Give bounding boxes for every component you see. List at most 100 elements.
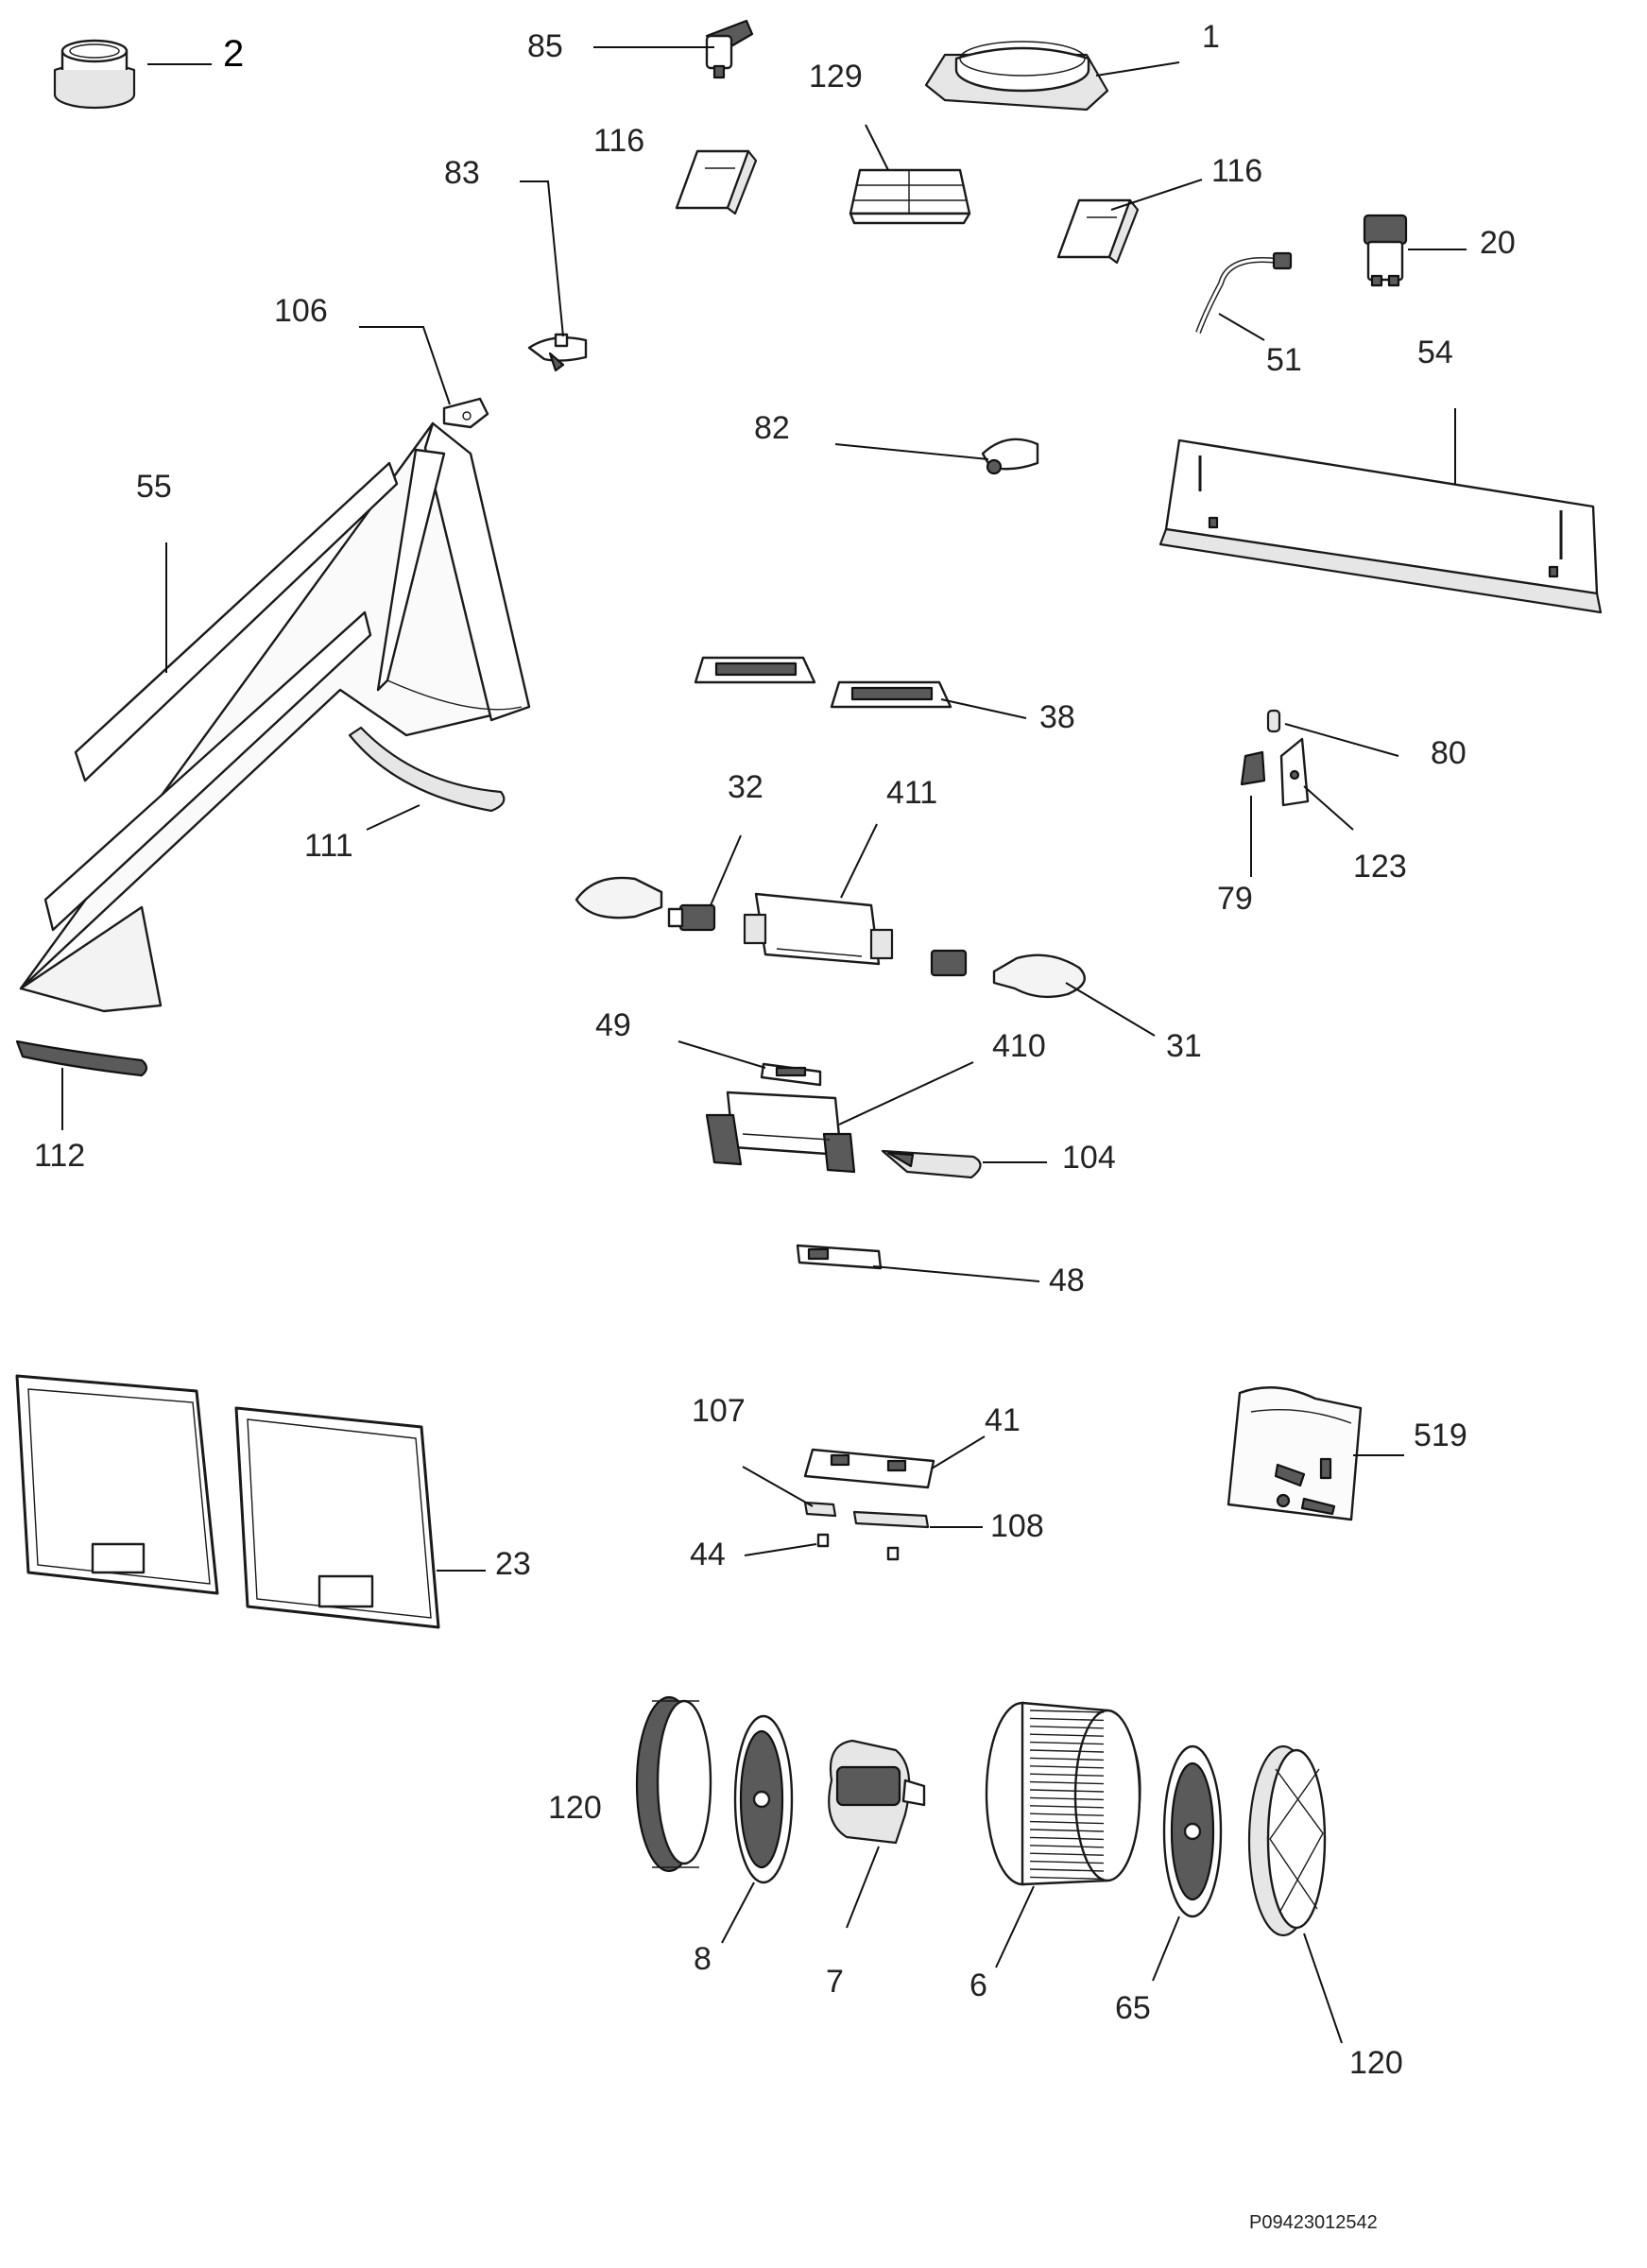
part-51-cable bbox=[1195, 251, 1293, 335]
part-8-motor-plate bbox=[733, 1714, 794, 1884]
part-116-bracket-left bbox=[675, 149, 758, 215]
leader-65 bbox=[1152, 1916, 1180, 1982]
part-80-fuse bbox=[1266, 709, 1281, 733]
label-120-left: 120 bbox=[548, 1790, 602, 1826]
label-44: 44 bbox=[690, 1537, 726, 1572]
label-55: 55 bbox=[136, 469, 172, 505]
label-106: 106 bbox=[274, 293, 328, 329]
leader-8 bbox=[721, 1881, 755, 1944]
label-51: 51 bbox=[1266, 342, 1302, 378]
label-79: 79 bbox=[1217, 881, 1253, 917]
leader-44 bbox=[744, 1543, 817, 1556]
part-106-clip bbox=[442, 397, 489, 429]
part-411-light-housing bbox=[743, 892, 894, 966]
part-123-bracket bbox=[1279, 737, 1310, 807]
part-31-lamp bbox=[992, 954, 1086, 999]
leader-129 bbox=[865, 124, 889, 171]
label-2: 2 bbox=[223, 33, 244, 75]
part-85-clip bbox=[705, 19, 754, 79]
part-104-lever bbox=[881, 1149, 982, 1179]
part-23-grease-filter-left bbox=[15, 1374, 219, 1595]
label-82: 82 bbox=[754, 410, 790, 446]
part-79-connector bbox=[1240, 750, 1266, 786]
leader-106 bbox=[359, 326, 451, 405]
label-31: 31 bbox=[1166, 1028, 1202, 1064]
label-123: 123 bbox=[1353, 849, 1407, 885]
label-8: 8 bbox=[694, 1941, 712, 1977]
part-20-switch bbox=[1363, 214, 1408, 287]
part-65-plate bbox=[1162, 1744, 1223, 1918]
label-104: 104 bbox=[1062, 1140, 1116, 1176]
label-120-right: 120 bbox=[1349, 2045, 1403, 2081]
leader-51 bbox=[1218, 313, 1265, 341]
leader-120-right bbox=[1303, 1933, 1343, 2044]
leader-32 bbox=[710, 834, 742, 906]
label-112: 112 bbox=[34, 1138, 85, 1174]
part-48-board bbox=[796, 1244, 883, 1270]
label-85: 85 bbox=[527, 28, 563, 64]
part-112-trim bbox=[15, 1040, 148, 1077]
leader-41 bbox=[931, 1435, 986, 1469]
label-65: 65 bbox=[1115, 1990, 1151, 2026]
leader-82 bbox=[834, 443, 989, 460]
part-lamp-left bbox=[575, 876, 663, 919]
part-120-impeller-left bbox=[635, 1695, 712, 1873]
label-49: 49 bbox=[595, 1007, 631, 1043]
part-lampholder-right bbox=[930, 949, 968, 977]
label-23: 23 bbox=[495, 1546, 531, 1582]
part-2-duct-adaptor bbox=[53, 39, 136, 110]
label-116-right: 116 bbox=[1211, 153, 1262, 189]
label-32: 32 bbox=[728, 769, 763, 805]
part-7-motor bbox=[828, 1739, 926, 1845]
label-48: 48 bbox=[1049, 1263, 1085, 1298]
part-129-grille bbox=[849, 168, 971, 225]
part-82-clip bbox=[981, 438, 1039, 475]
part-116-bracket-right bbox=[1056, 198, 1140, 265]
leader-6 bbox=[995, 1885, 1035, 1968]
label-83: 83 bbox=[444, 155, 480, 191]
leader-49 bbox=[678, 1040, 766, 1069]
leader-111 bbox=[366, 804, 420, 831]
label-129: 129 bbox=[809, 59, 863, 94]
leader-48 bbox=[872, 1265, 1040, 1282]
label-54: 54 bbox=[1417, 335, 1453, 370]
leader-83 bbox=[520, 180, 564, 337]
label-7: 7 bbox=[826, 1964, 844, 2000]
leader-116-right bbox=[1110, 179, 1203, 211]
label-107: 107 bbox=[692, 1393, 746, 1429]
drawing-code: P09423012542 bbox=[1249, 2212, 1378, 2233]
part-410-control-housing bbox=[705, 1091, 856, 1174]
leader-411 bbox=[840, 823, 878, 899]
label-80: 80 bbox=[1431, 735, 1467, 771]
part-54-rear-panel bbox=[1158, 438, 1603, 614]
leader-31 bbox=[1065, 982, 1156, 1037]
label-519: 519 bbox=[1414, 1418, 1467, 1453]
label-6: 6 bbox=[969, 1967, 987, 2003]
part-41-control-plate bbox=[803, 1448, 935, 1489]
part-38-light-frames bbox=[694, 656, 952, 709]
label-20: 20 bbox=[1480, 225, 1516, 261]
label-41: 41 bbox=[985, 1402, 1021, 1438]
label-38: 38 bbox=[1039, 699, 1075, 735]
leader-410 bbox=[838, 1061, 974, 1125]
label-111: 111 bbox=[304, 828, 353, 864]
part-1-outlet-flange bbox=[924, 41, 1109, 112]
label-410: 410 bbox=[992, 1028, 1046, 1064]
part-6-blower-wheel bbox=[985, 1701, 1141, 1886]
part-111-trim bbox=[348, 726, 506, 813]
part-120-impeller-right bbox=[1247, 1744, 1327, 1937]
part-55-canopy-frame bbox=[19, 421, 531, 1013]
part-49-lever bbox=[760, 1062, 822, 1087]
leader-123 bbox=[1303, 785, 1354, 831]
part-108-pcb bbox=[852, 1510, 930, 1529]
part-83-clip bbox=[527, 333, 588, 372]
leader-38 bbox=[940, 698, 1027, 719]
label-108: 108 bbox=[990, 1508, 1044, 1544]
part-519-fixing-kit bbox=[1227, 1386, 1363, 1521]
label-116-left: 116 bbox=[593, 123, 644, 159]
part-44-button bbox=[816, 1533, 900, 1561]
part-23-grease-filter-right bbox=[234, 1406, 440, 1629]
part-32-lampholder bbox=[667, 903, 716, 932]
leader-80 bbox=[1284, 723, 1399, 757]
